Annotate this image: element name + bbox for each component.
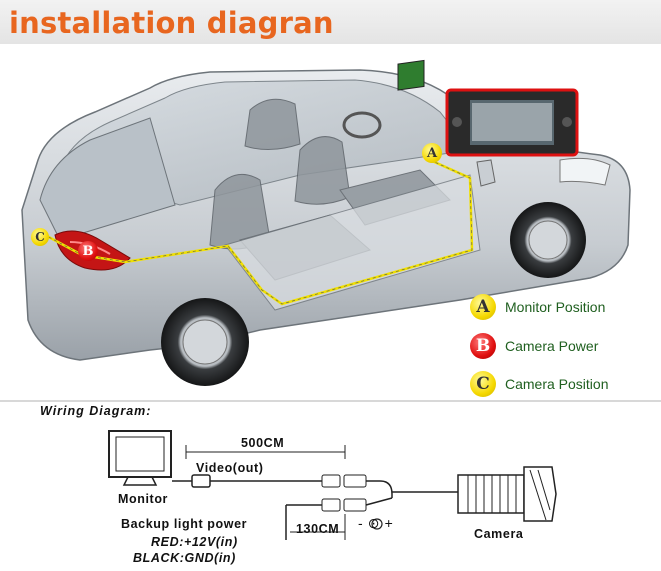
page-title: installation diagran — [9, 6, 334, 40]
marker-a: A — [422, 143, 442, 163]
legend-badge-b: B — [470, 333, 496, 359]
length-main-label: 500CM — [241, 436, 285, 450]
legend-item-monitor: A Monitor Position — [470, 294, 605, 320]
car-illustration — [21, 59, 631, 386]
video-label: Video(out) — [196, 461, 264, 475]
polarity-symbol: - ⊙ + — [358, 515, 394, 531]
legend-item-power: B Camera Power — [470, 333, 598, 359]
camera-label: Camera — [474, 527, 524, 541]
red-wire-label: RED:+12V(in) — [151, 535, 238, 549]
length-power-label: 130CM — [296, 522, 340, 536]
monitor-inset — [445, 88, 579, 157]
legend-badge-a: A — [470, 294, 496, 320]
section-divider — [0, 400, 661, 402]
wiring-diagram — [108, 430, 557, 540]
legend-label-b: Camera Power — [505, 338, 599, 354]
monitor-label: Monitor — [118, 492, 169, 506]
wiring-title: Wiring Diagram: — [40, 404, 152, 418]
legend-label-c: Camera Position — [505, 376, 609, 392]
power-label: Backup light power — [121, 517, 248, 531]
header-bar: installation diagran — [0, 0, 661, 44]
legend-label-a: Monitor Position — [505, 299, 606, 315]
marker-b: B — [78, 241, 98, 261]
marker-c: C — [31, 228, 49, 246]
legend-badge-c: C — [470, 371, 496, 397]
legend-item-camera: C Camera Position — [470, 371, 609, 397]
black-wire-label: BLACK:GND(in) — [133, 551, 236, 565]
camera-icon — [457, 466, 557, 522]
monitor-icon — [108, 430, 172, 486]
